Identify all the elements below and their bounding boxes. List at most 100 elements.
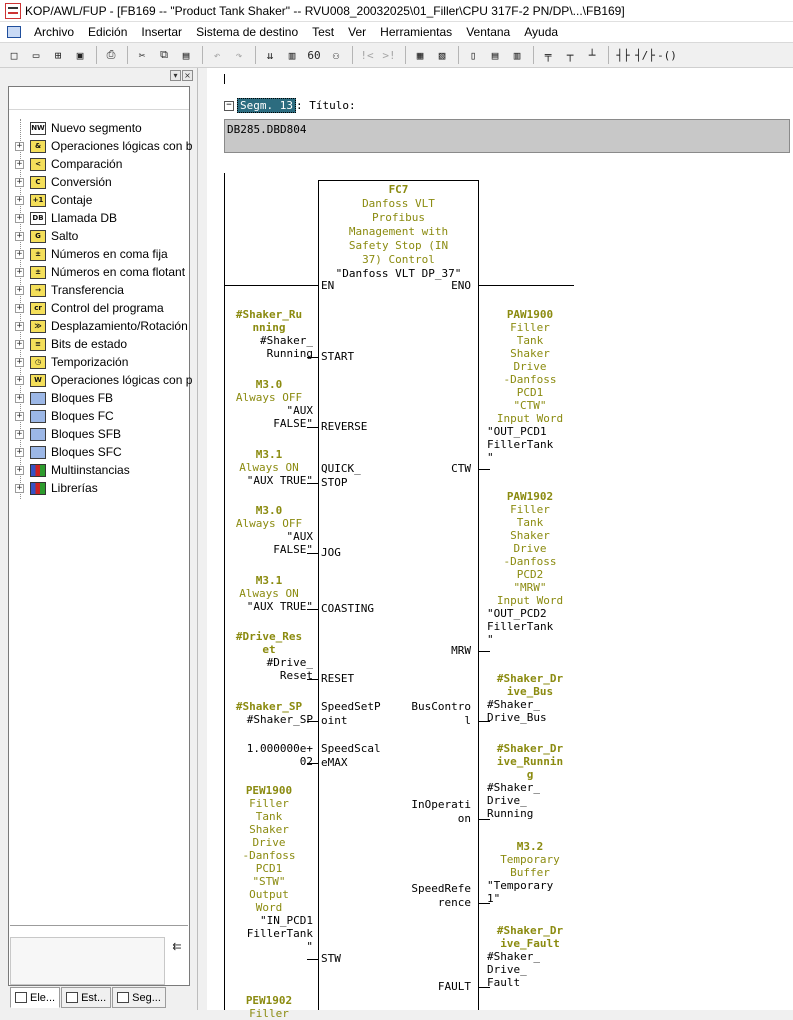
input-operand-speedscalemax[interactable]: 1.000000e+02 [225,742,313,768]
tree-item-floating-point[interactable]: +±Números en coma flotant [15,263,193,281]
tree-item-move[interactable]: +→Transferencia [15,281,193,299]
menu-archivo[interactable]: Archivo [34,25,75,39]
redo-icon[interactable]: ↷ [235,48,243,62]
paste-icon[interactable]: ▤ [182,48,190,62]
tab-elementos[interactable]: Ele... [10,987,61,1008]
next-error-icon[interactable]: >! [382,48,396,62]
open-icon[interactable]: ▭ [32,48,40,62]
glasses-icon[interactable]: ⚇ [332,48,340,62]
print-icon[interactable]: ⎙ [106,48,116,61]
compile-icon[interactable]: ▥ [288,48,296,62]
branch-close-icon[interactable]: ┴ [588,48,596,62]
tab-segmentos[interactable]: Seg... [112,987,166,1008]
menu-insertar[interactable]: Insertar [141,25,183,39]
close-icon[interactable]: × [182,70,193,81]
expand-icon[interactable]: + [15,176,24,187]
undo-icon[interactable]: ↶ [213,48,221,62]
tree-item-status-bits[interactable]: +≡Bits de estado [15,335,193,353]
expand-icon[interactable]: + [15,392,24,403]
cut-icon[interactable]: ✂ [138,48,146,62]
menu-ayuda[interactable]: Ayuda [524,25,559,39]
panel-menu-icon[interactable]: ▾ [170,70,181,81]
expand-icon[interactable]: + [15,230,24,241]
expand-icon[interactable]: + [15,356,24,367]
menu-ver[interactable]: Ver [348,25,367,39]
insert-icon[interactable]: ⇇ [172,940,182,953]
expand-icon[interactable]: + [15,140,24,151]
expand-icon[interactable]: + [15,302,24,313]
menu-edicion[interactable]: Edición [88,25,128,39]
expand-icon[interactable]: + [15,482,24,493]
tree-item-nuevo-segmento[interactable]: NW Nuevo segmento [30,121,142,135]
layout-icon[interactable]: ▤ [491,48,499,62]
network-insert-icon[interactable]: ╤ [544,48,552,62]
input-operand-speedsetpoint[interactable]: #Shaker_SP#Shaker_SP [225,700,313,726]
save-icon[interactable]: ▣ [76,48,84,62]
expand-icon[interactable]: + [15,320,24,331]
expand-icon[interactable]: + [15,446,24,457]
network-title[interactable]: : Título: [295,99,356,112]
network-icon[interactable]: ⊞ [54,48,62,62]
expand-icon[interactable]: + [15,194,24,205]
splitter[interactable] [10,925,188,927]
tree-item-timer[interactable]: +◷Temporización [15,353,193,371]
coil-icon[interactable]: -() [657,48,677,62]
contact-no-icon[interactable]: ┤├ [616,48,630,62]
prev-error-icon[interactable]: !< [360,48,374,62]
menu-sistema-de-destino[interactable]: Sistema de destino [196,25,299,39]
contact-nc-icon[interactable]: ┤/├ [635,48,655,62]
expand-icon[interactable]: + [15,428,24,439]
expand-icon[interactable]: + [15,248,24,259]
tree-item-comparison[interactable]: +<Comparación [15,155,193,173]
expand-icon[interactable]: + [15,464,24,475]
expand-icon[interactable]: + [15,338,24,349]
splitter-bar[interactable] [199,68,207,1010]
menu-test[interactable]: Test [312,25,335,39]
expand-icon[interactable]: + [15,266,24,277]
tree-item-sfc-blocks[interactable]: +Bloques SFC [15,443,193,461]
copy-icon[interactable]: ⧉ [160,48,168,61]
new-icon[interactable]: □ [10,48,18,62]
menu-ventana[interactable]: Ventana [466,25,511,39]
tree-item-fc-blocks[interactable]: +Bloques FC [15,407,193,425]
network-comment[interactable]: DB285.DBD804 [224,119,790,153]
tab-estructura[interactable]: Est... [61,987,112,1008]
fc-block-box[interactable] [318,180,479,1010]
expand-icon[interactable]: + [15,158,24,169]
columns-icon[interactable]: ▥ [513,48,521,62]
tree-item-fixed-point[interactable]: +±Números en coma fija [15,245,193,263]
tree-item-bit-logic[interactable]: +&Operaciones lógicas con b [15,137,193,155]
network-label[interactable]: Segm. 13 [237,98,296,113]
view-detail-icon[interactable]: ▧ [438,48,446,62]
expand-icon[interactable]: + [15,284,24,295]
tree-item-libraries[interactable]: +Librerías [15,479,193,497]
document-icon[interactable] [7,26,21,38]
expand-icon[interactable]: + [15,374,24,385]
branch-icon[interactable]: ┬ [566,48,574,62]
tree-item-fb-blocks[interactable]: +Bloques FB [15,389,193,407]
split-icon[interactable]: ▯ [469,48,477,62]
load-icon[interactable]: ⇊ [266,48,274,62]
tree-item-sfb-blocks[interactable]: +Bloques SFB [15,425,193,443]
menu-herramientas[interactable]: Herramientas [380,25,453,39]
tree-item-shift[interactable]: +≫Desplazamiento/Rotación [15,317,193,335]
